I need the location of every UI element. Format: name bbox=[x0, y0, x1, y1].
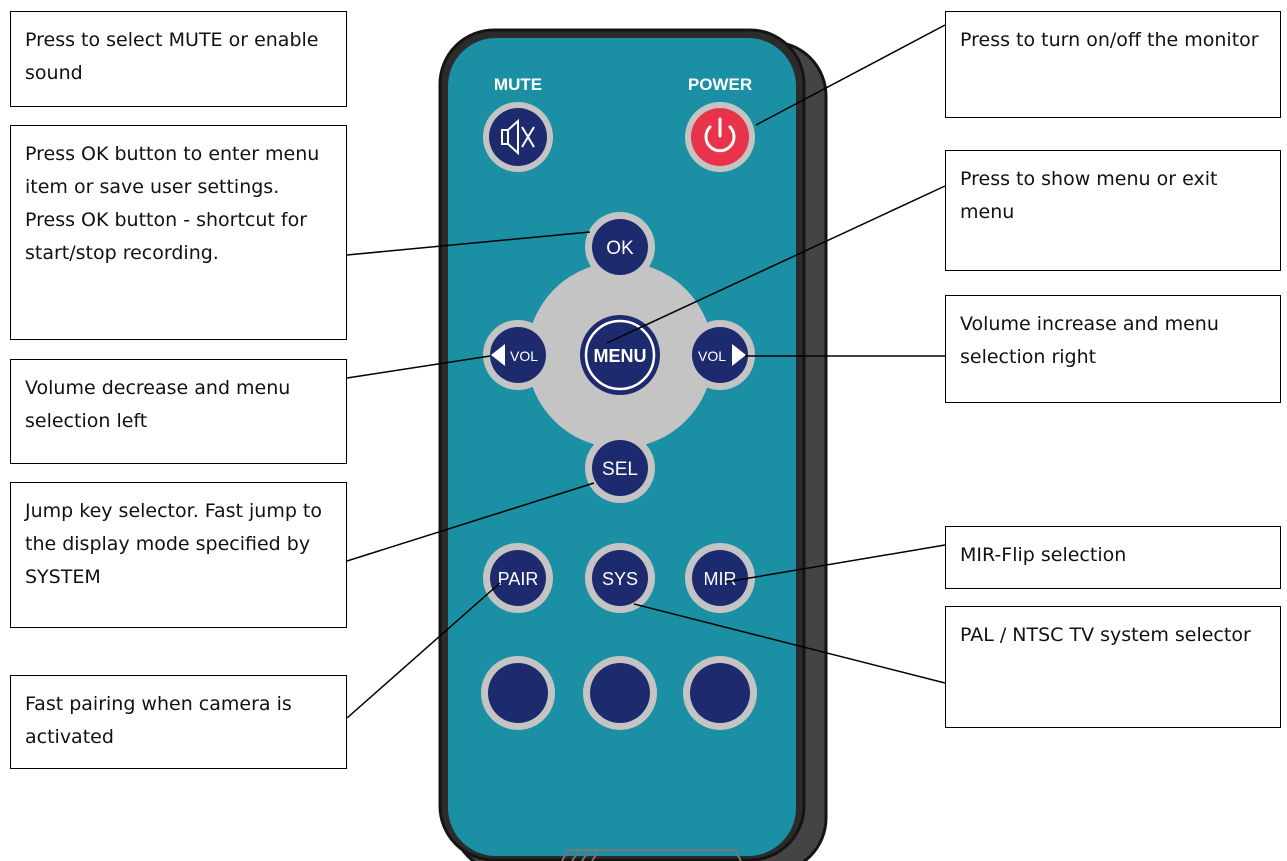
callout-vol-left-text: Volume decrease and menu selection left bbox=[25, 377, 291, 432]
callout-mute: Press to select MUTE or enable sound bbox=[10, 11, 347, 107]
menu-button-label: MENU bbox=[594, 346, 647, 366]
callout-mir-text: MIR-Flip selection bbox=[960, 544, 1127, 566]
blank-button[interactable] bbox=[481, 656, 555, 730]
callout-sel-text: Jump key selector. Fast jump to the disp… bbox=[25, 500, 322, 588]
menu-button[interactable]: MENU bbox=[580, 315, 660, 395]
leader-line-power bbox=[755, 24, 946, 126]
vol-left-button[interactable]: VOL bbox=[483, 320, 553, 390]
callout-pair-text: Fast pairing when camera is activated bbox=[25, 693, 292, 748]
mute-label: MUTE bbox=[494, 75, 542, 94]
callout-ok: Press OK button to enter menu item or sa… bbox=[10, 125, 347, 340]
mir-button-label: MIR bbox=[704, 569, 737, 589]
sys-button-label: SYS bbox=[602, 569, 638, 589]
leader-lines bbox=[346, 24, 946, 719]
callout-ok-text: Press OK button to enter menu item or sa… bbox=[25, 143, 320, 198]
vol-right-label: VOL bbox=[698, 348, 726, 364]
pair-button[interactable]: PAIR bbox=[483, 543, 553, 613]
power-button[interactable] bbox=[685, 102, 755, 172]
power-icon bbox=[704, 117, 736, 153]
speaker-mute-icon bbox=[501, 118, 535, 156]
callout-menu: Press to show menu or exit menu bbox=[945, 150, 1281, 271]
pair-button-label: PAIR bbox=[498, 569, 539, 589]
callout-power-text: Press to turn on/off the monitor bbox=[960, 29, 1259, 51]
ir-window bbox=[561, 849, 742, 861]
leader-line-sel bbox=[346, 482, 595, 562]
ok-button-label: OK bbox=[606, 238, 634, 259]
blank-button[interactable] bbox=[683, 656, 757, 730]
callout-sys-text: PAL / NTSC TV system selector bbox=[960, 624, 1251, 646]
arrow-right-icon bbox=[732, 344, 746, 366]
callout-vol-right: Volume increase and menu selection right bbox=[945, 295, 1281, 403]
callout-sys: PAL / NTSC TV system selector bbox=[945, 606, 1281, 728]
leader-line-pair bbox=[346, 582, 501, 719]
callout-power: Press to turn on/off the monitor bbox=[945, 11, 1281, 118]
ok-button[interactable]: OK bbox=[585, 212, 655, 282]
callout-vol-right-text: Volume increase and menu selection right bbox=[960, 313, 1219, 368]
callout-menu-text: Press to show menu or exit menu bbox=[960, 168, 1218, 223]
mute-button[interactable] bbox=[483, 102, 553, 172]
leader-line-vol-left bbox=[346, 355, 491, 379]
vol-left-label: VOL bbox=[510, 348, 538, 364]
leader-line-menu bbox=[606, 185, 946, 344]
sel-button[interactable]: SEL bbox=[585, 433, 655, 503]
blank-button[interactable] bbox=[583, 656, 657, 730]
mir-button[interactable]: MIR bbox=[685, 543, 755, 613]
callout-vol-left: Volume decrease and menu selection left bbox=[10, 359, 347, 464]
leader-line-sys bbox=[633, 603, 946, 684]
leader-line-ok bbox=[346, 231, 591, 256]
power-label: POWER bbox=[688, 75, 752, 94]
vol-right-button[interactable]: VOL bbox=[685, 320, 755, 390]
callout-pair: Fast pairing when camera is activated bbox=[10, 675, 347, 769]
leader-line-mir bbox=[725, 544, 946, 583]
sel-button-label: SEL bbox=[602, 459, 638, 480]
sys-button[interactable]: SYS bbox=[585, 543, 655, 613]
callout-ok-text: Press OK button - shortcut for start/sto… bbox=[25, 209, 308, 264]
callout-sel: Jump key selector. Fast jump to the disp… bbox=[10, 482, 347, 628]
callout-mir: MIR-Flip selection bbox=[945, 526, 1281, 589]
callout-mute-text: Press to select MUTE or enable sound bbox=[25, 29, 319, 84]
arrow-left-icon bbox=[491, 344, 505, 366]
